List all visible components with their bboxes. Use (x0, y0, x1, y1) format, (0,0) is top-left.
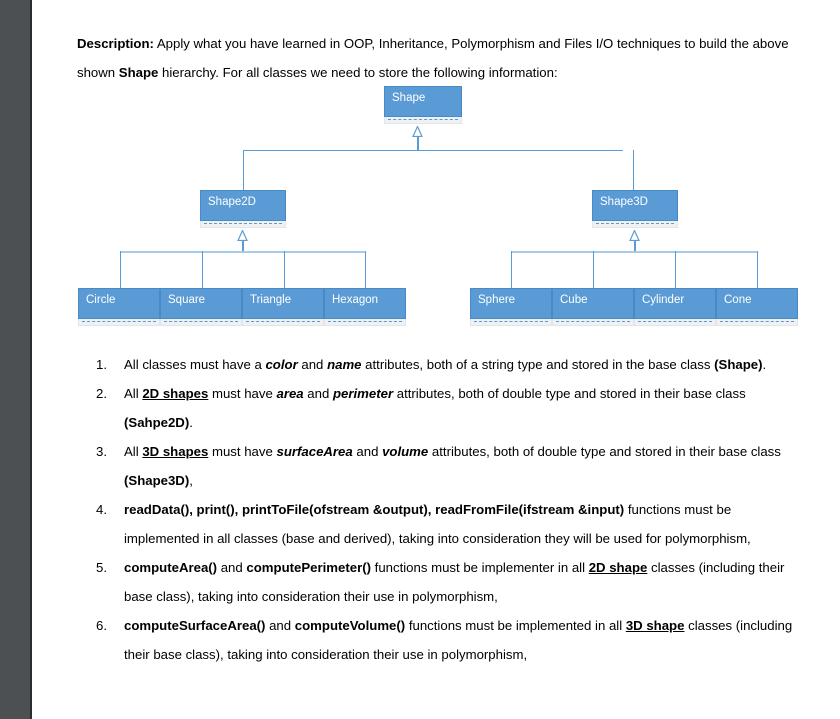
class-node-cylinder[interactable]: Cylinder (634, 288, 716, 326)
description-text-part2: hierarchy. For all classes we need to st… (158, 65, 558, 81)
class-node-shape2d-label: Shape2D (200, 190, 286, 221)
class-node-shape3d[interactable]: Shape3D (592, 190, 678, 228)
class-node-triangle-attributes (242, 319, 324, 326)
class-node-shape2d-attributes (200, 221, 286, 228)
requirement-number: 2. (96, 386, 107, 401)
requirement-text: All classes must have a color and name a… (124, 357, 767, 372)
document-page: Description: Apply what you have learned… (32, 0, 840, 719)
class-node-cube-label: Cube (552, 288, 634, 319)
requirement-item: 4. readData(), print(), printToFile(ofstr… (92, 495, 804, 553)
requirement-item: 3. All 3D shapes must have surfaceArea an… (92, 437, 804, 495)
connector-shape-stem (417, 136, 419, 151)
class-node-cylinder-label: Cylinder (634, 288, 716, 319)
requirement-text: computeArea() and computePerimeter() fun… (124, 560, 785, 604)
requirement-text: computeSurfaceArea() and computeVolume()… (124, 618, 793, 662)
connector-drop-shape3d (633, 150, 634, 190)
requirement-item: 5. computeArea() and computePerimeter() f… (92, 553, 804, 611)
connector-shape3d-stem (634, 240, 636, 253)
class-node-triangle-label: Triangle (242, 288, 324, 319)
left-rail-edge (30, 0, 32, 719)
connector-drop-sphere (511, 251, 512, 288)
class-node-shape-attributes (384, 117, 462, 124)
connector-level1-bar (243, 150, 623, 151)
class-node-cube[interactable]: Cube (552, 288, 634, 326)
class-node-shape3d-attributes (592, 221, 678, 228)
class-node-hexagon-label: Hexagon (324, 288, 406, 319)
class-node-cone-attributes (716, 319, 798, 326)
class-node-sphere-attributes (470, 319, 552, 326)
description-paragraph: Description: Apply what you have learned… (77, 29, 801, 87)
requirement-number: 1. (96, 357, 107, 372)
class-node-sphere[interactable]: Sphere (470, 288, 552, 326)
requirement-text: All 3D shapes must have surfaceArea and … (124, 444, 781, 488)
class-node-square[interactable]: Square (160, 288, 242, 326)
requirement-number: 5. (96, 560, 107, 575)
connector-drop-hexagon (365, 251, 366, 288)
requirement-number: 4. (96, 502, 107, 517)
requirement-item: 6. computeSurfaceArea() and computeVolume… (92, 611, 804, 669)
connector-drop-square (202, 251, 203, 288)
description-text-part1: Apply what you have learned in OOP, Inhe… (77, 36, 789, 81)
class-node-shape3d-label: Shape3D (592, 190, 678, 221)
class-node-shape-label: Shape (384, 86, 462, 117)
class-node-hexagon[interactable]: Hexagon (324, 288, 406, 326)
class-node-cube-attributes (552, 319, 634, 326)
class-node-shape[interactable]: Shape (384, 86, 462, 124)
connector-shape3d-children-bar (511, 251, 758, 253)
requirement-item: 2. All 2D shapes must have area and perim… (92, 379, 804, 437)
description-label: Description: (77, 36, 154, 52)
class-node-circle[interactable]: Circle (78, 288, 160, 326)
requirement-number: 6. (96, 618, 107, 633)
class-node-square-attributes (160, 319, 242, 326)
class-node-square-label: Square (160, 288, 242, 319)
description-emphasis-shape: Shape (118, 65, 159, 81)
requirement-item: 1. All classes must have a color and name… (92, 350, 804, 379)
connector-drop-cube (593, 251, 594, 288)
left-rail (0, 0, 30, 719)
connector-shape2d-stem (242, 240, 244, 253)
class-node-triangle[interactable]: Triangle (242, 288, 324, 326)
requirement-text: readData(), print(), printToFile(ofstrea… (124, 502, 751, 546)
class-node-shape2d[interactable]: Shape2D (200, 190, 286, 228)
class-node-circle-label: Circle (78, 288, 160, 319)
class-node-sphere-label: Sphere (470, 288, 552, 319)
shape-hierarchy-diagram: Shape Shape2D Shape3D (32, 82, 840, 337)
connector-drop-cylinder (675, 251, 676, 288)
class-node-cone-label: Cone (716, 288, 798, 319)
connector-drop-shape2d (243, 150, 244, 190)
requirement-number: 3. (96, 444, 107, 459)
class-node-hexagon-attributes (324, 319, 406, 326)
connector-drop-circle (120, 251, 121, 288)
connector-drop-cone (757, 251, 758, 288)
requirements-list: 1. All classes must have a color and name… (92, 350, 804, 669)
connector-drop-triangle (284, 251, 285, 288)
requirement-text: All 2D shapes must have area and perimet… (124, 386, 746, 430)
connector-shape2d-children-bar (120, 251, 366, 253)
class-node-circle-attributes (78, 319, 160, 326)
class-node-cone[interactable]: Cone (716, 288, 798, 326)
class-node-cylinder-attributes (634, 319, 716, 326)
